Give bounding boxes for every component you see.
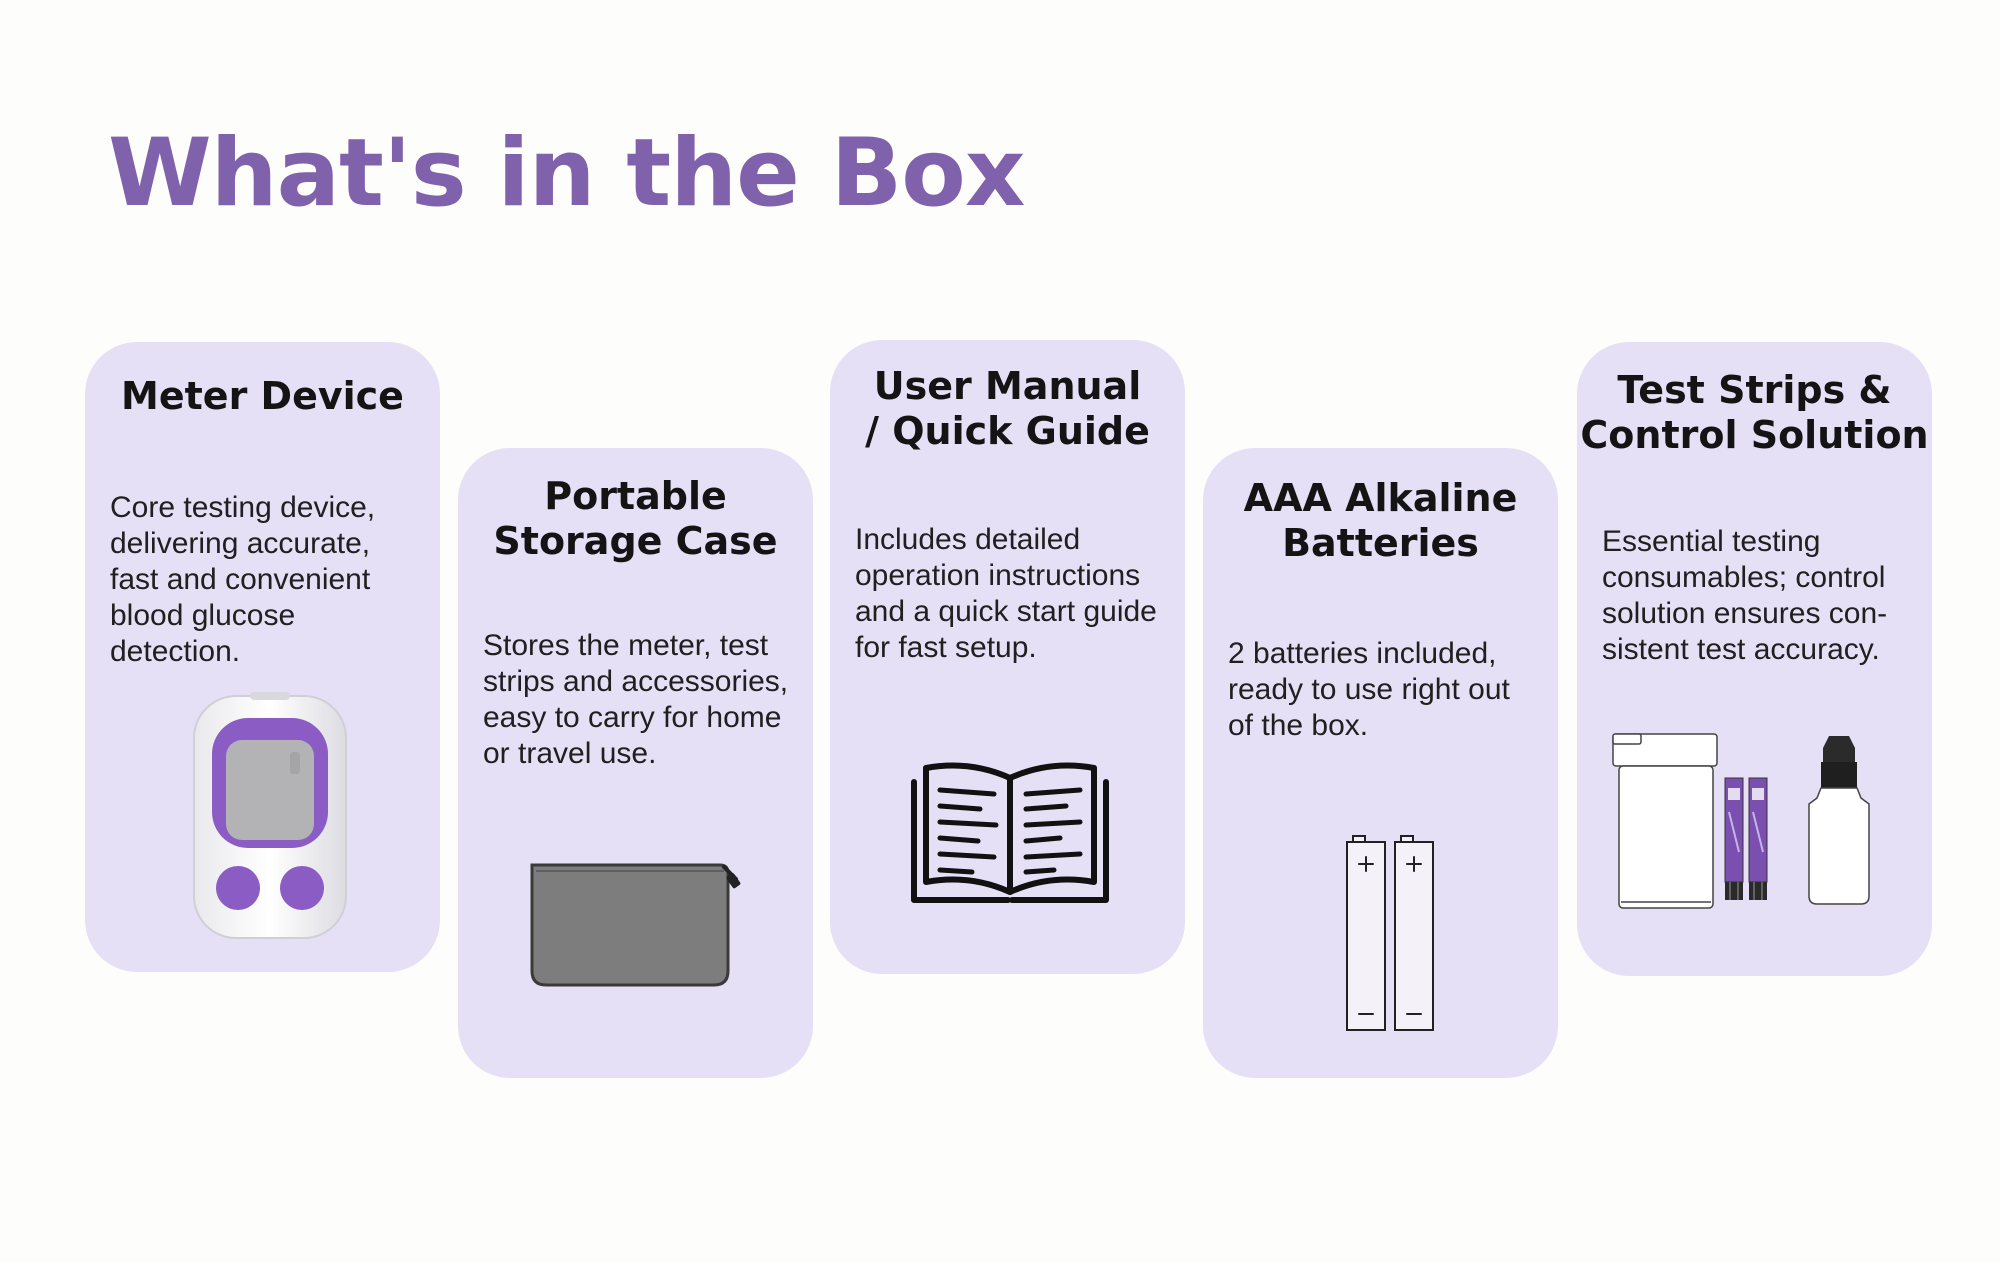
card-description: Core testing device, delivering accurate… (110, 491, 376, 668)
open-book-icon (911, 762, 1109, 903)
glucose-meter-icon (193, 692, 347, 939)
card-meter-device: Meter Device Core testing device, delive… (85, 342, 440, 972)
card-title: AAA Alkaline Batteries (1243, 476, 1518, 565)
batteries-icon (1346, 835, 1434, 1031)
card-description: Includes detailed operation instructions… (855, 523, 1157, 664)
card-description: Essential testing consumables; control s… (1602, 525, 1888, 666)
card-description: Stores the meter, test strips and access… (483, 629, 789, 770)
test-strips-and-vial-icon (1612, 733, 1870, 909)
card-title: Test Strips & Control Solution (1580, 368, 1929, 457)
zipper-case-icon (530, 863, 741, 987)
card-title: Portable Storage Case (493, 474, 778, 563)
page-title: What's in the Box (108, 119, 1025, 228)
card-description: 2 batteries included, ready to use right… (1228, 637, 1510, 742)
card-batteries: AAA Alkaline Batteries 2 batteries inclu… (1203, 448, 1558, 1078)
card-title: User Manual / Quick Guide (865, 364, 1150, 453)
card-title: Meter Device (121, 374, 404, 418)
card-test-strips: Test Strips & Control Solution Essential… (1577, 342, 1932, 976)
card-user-manual: User Manual / Quick Guide Includes detai… (830, 340, 1185, 974)
card-storage-case: Portable Storage Case Stores the meter, … (458, 448, 813, 1078)
